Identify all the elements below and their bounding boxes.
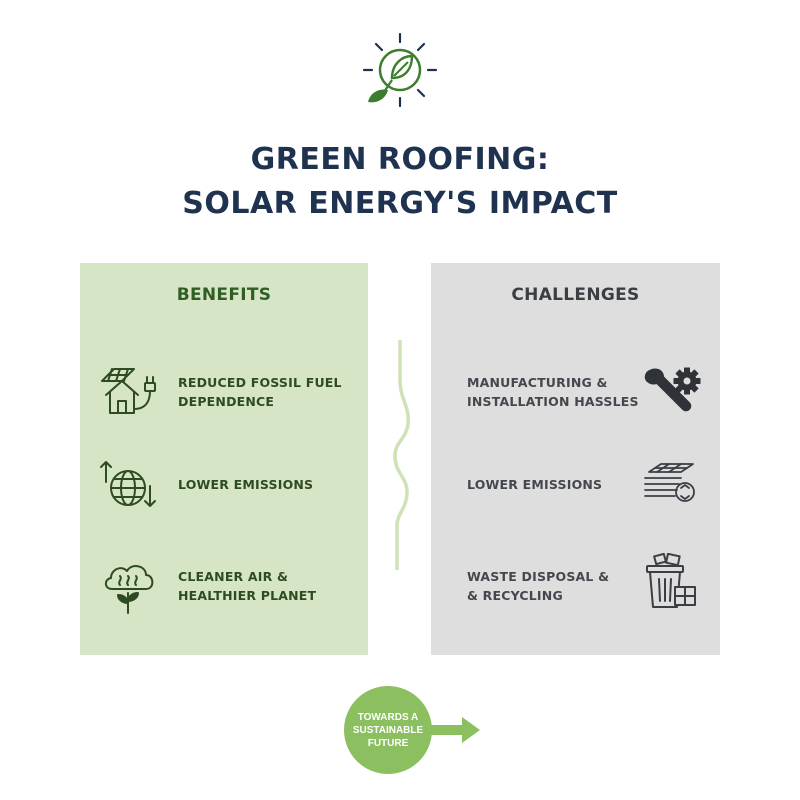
wavy-divider <box>393 340 410 570</box>
sustainable-future-badge: TOWARDS A SUSTAINABLE FUTURE <box>344 686 432 774</box>
benefit-item-clean-air: CLEANER AIR & HEALTHIER PLANET <box>80 559 368 619</box>
challenge-text: WASTE DISPOSAL & & RECYCLING <box>467 569 610 603</box>
panels-recycle-icon <box>644 463 695 502</box>
challenge-item-waste: WASTE DISPOSAL & & RECYCLING <box>431 553 720 619</box>
benefit-item-fossil-fuel: REDUCED FOSSIL FUEL DEPENDENCE <box>80 363 368 423</box>
benefit-text: REDUCED FOSSIL FUEL DEPENDENCE <box>178 375 342 409</box>
challenge-text: MANUFACTURING & INSTALLATION HASSLES <box>467 375 639 409</box>
challenge-item-manufacturing: MANUFACTURING & INSTALLATION HASSLES <box>431 363 720 423</box>
globe-arrows-icon <box>100 461 156 507</box>
challenge-text: LOWER EMISSIONS <box>467 477 603 492</box>
sun-leaf-icon <box>362 32 438 108</box>
benefit-text: LOWER EMISSIONS <box>178 477 314 492</box>
challenges-panel: CHALLENGES MANUFACTURING & INSTALLATION … <box>431 263 720 655</box>
cloud-sprout-icon <box>104 565 154 614</box>
challenges-heading: CHALLENGES <box>511 285 640 305</box>
benefit-text: CLEANER AIR & HEALTHIER PLANET <box>178 569 317 603</box>
arrow-right-icon <box>430 717 480 743</box>
title-line-1: GREEN ROOFING: <box>250 142 550 177</box>
cta-line-2: SUSTAINABLE <box>352 724 424 736</box>
trash-bin-icon <box>646 553 696 608</box>
solar-house-plug-icon <box>101 368 156 414</box>
benefits-panel: BENEFITS REDUCED FOSSIL FUEL DEPENDENCE <box>80 263 368 655</box>
cta-line-1: TOWARDS A <box>357 711 419 723</box>
cta-line-3: FUTURE <box>367 737 409 749</box>
benefits-heading: BENEFITS <box>176 285 272 305</box>
challenge-item-emissions: LOWER EMISSIONS <box>431 456 720 516</box>
wrench-gear-icon <box>644 367 701 412</box>
benefit-item-emissions: LOWER EMISSIONS <box>80 456 368 516</box>
page-title: GREEN ROOFING: SOLAR ENERGY'S IMPACT <box>0 138 800 226</box>
title-line-2: SOLAR ENERGY'S IMPACT <box>182 186 618 221</box>
